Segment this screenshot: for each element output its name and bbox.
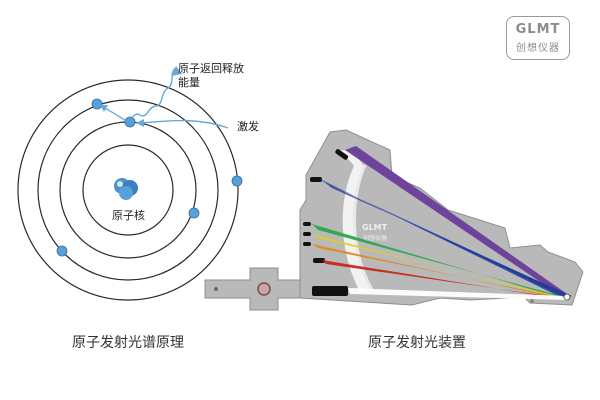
source-slot (313, 258, 325, 263)
return-arrow (102, 106, 127, 122)
beam-dark-blue (324, 182, 572, 298)
atom-model (17, 66, 243, 301)
electron (91, 98, 103, 110)
nucleus-label: 原子核 (112, 209, 145, 222)
housing-screw (530, 299, 534, 303)
mirror-channel (340, 150, 372, 292)
return-arrowhead (100, 105, 108, 112)
release-energy-label-2: 能量 (178, 76, 200, 89)
source-slot (303, 242, 311, 246)
emitted-energy-wave (131, 67, 177, 119)
electron (231, 175, 243, 187)
electron (188, 207, 200, 219)
emission-device: GLMT 创想仪器 (204, 129, 584, 311)
inlet-dot (214, 287, 218, 291)
spectrum-beams (312, 146, 572, 300)
logo-subtitle: 创想仪器 (516, 43, 560, 54)
electron (56, 245, 68, 257)
logo-brand: GLMT (515, 22, 561, 37)
nucleus (114, 178, 138, 200)
orbit-outer (17, 79, 239, 301)
electron (124, 116, 136, 128)
source-slot (335, 149, 349, 160)
beam-white (348, 288, 566, 300)
orbit-inner (82, 144, 174, 236)
source-slot (303, 232, 311, 236)
atom-caption: 原子发射光谱原理 (72, 335, 184, 351)
mirror-curve (353, 164, 374, 291)
release-energy-label: 原子返回释放 (178, 62, 244, 75)
excite-arrowhead (136, 119, 144, 127)
orbit-third (37, 99, 219, 281)
detector-block (312, 286, 348, 296)
brand-logo: GLMT 创想仪器 (506, 16, 570, 60)
device-caption: 原子发射光装置 (368, 335, 466, 351)
housing-logo-brand: GLMT (362, 223, 388, 232)
beam-violet (345, 146, 570, 298)
focus-point (563, 293, 571, 301)
excite-arrow (139, 119, 229, 129)
inlet-port (257, 282, 271, 296)
wave-arrowhead (172, 66, 182, 76)
source-slot (303, 222, 311, 226)
housing-logo-subtitle: 创想仪器 (363, 234, 387, 242)
source-slot (310, 177, 322, 182)
inlet-tube (204, 267, 301, 311)
excite-label: 激发 (237, 120, 259, 133)
